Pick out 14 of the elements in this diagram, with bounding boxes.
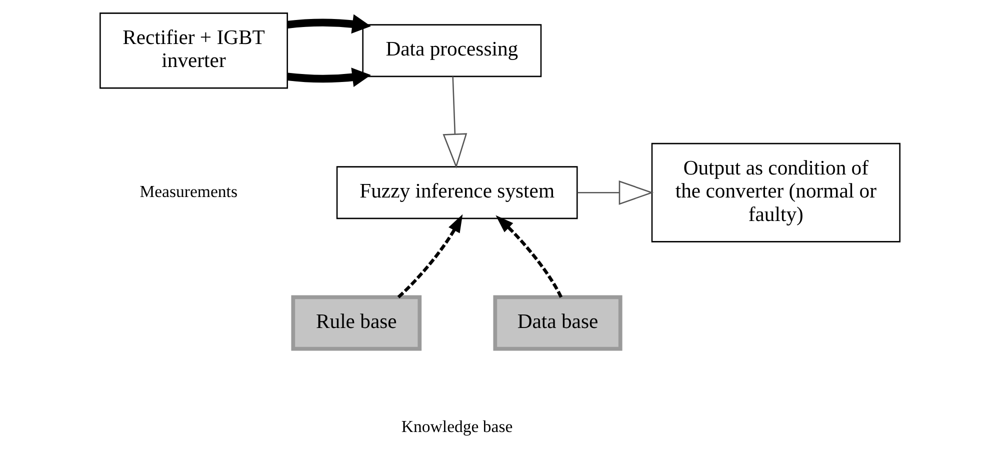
- node-box: Fuzzy inference system: [336, 166, 578, 220]
- node-box: Rule base: [290, 295, 422, 351]
- arrow: [286, 14, 370, 34]
- label: Measurements: [139, 182, 237, 202]
- arrow: [396, 214, 462, 298]
- node-box: Data base: [492, 295, 622, 351]
- arrow: [495, 215, 562, 298]
- node-box: Data processing: [362, 24, 542, 78]
- node-box: Rectifier + IGBT inverter: [99, 12, 288, 89]
- arrow: [442, 76, 467, 168]
- node-box: Output as condition of the converter (normal or faulty): [650, 142, 900, 242]
- label: Knowledge base: [400, 416, 512, 436]
- arrow: [576, 180, 654, 205]
- arrow: [286, 68, 370, 88]
